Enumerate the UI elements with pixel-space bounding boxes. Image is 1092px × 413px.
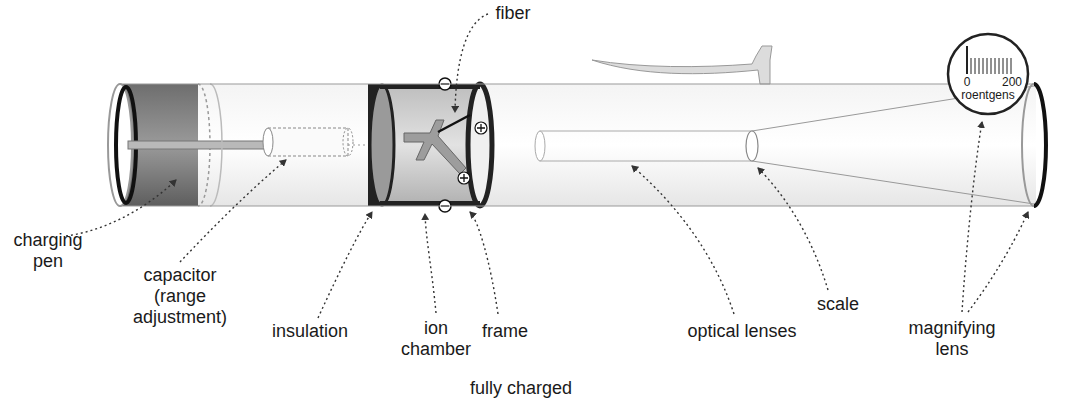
part-label: scale <box>808 294 868 315</box>
scale-number: 0 <box>964 76 971 89</box>
part-label: insulation <box>260 321 360 342</box>
part-label: capacitor (range adjustment) <box>125 265 235 328</box>
unit-label: roentgens <box>961 89 1014 102</box>
scale-number: 200 <box>1002 76 1022 89</box>
caption: fully charged <box>421 378 621 399</box>
part-label: optical lenses <box>672 321 812 342</box>
part-label: ion chamber <box>401 318 471 360</box>
part-label: charging pen <box>6 230 90 272</box>
fiber-label: fiber <box>478 3 548 24</box>
part-label: magnifying lens <box>902 318 1002 360</box>
dial-outline <box>946 32 1030 116</box>
scale-dial: 0 200roentgens <box>946 32 1030 116</box>
part-label: frame <box>470 321 540 342</box>
